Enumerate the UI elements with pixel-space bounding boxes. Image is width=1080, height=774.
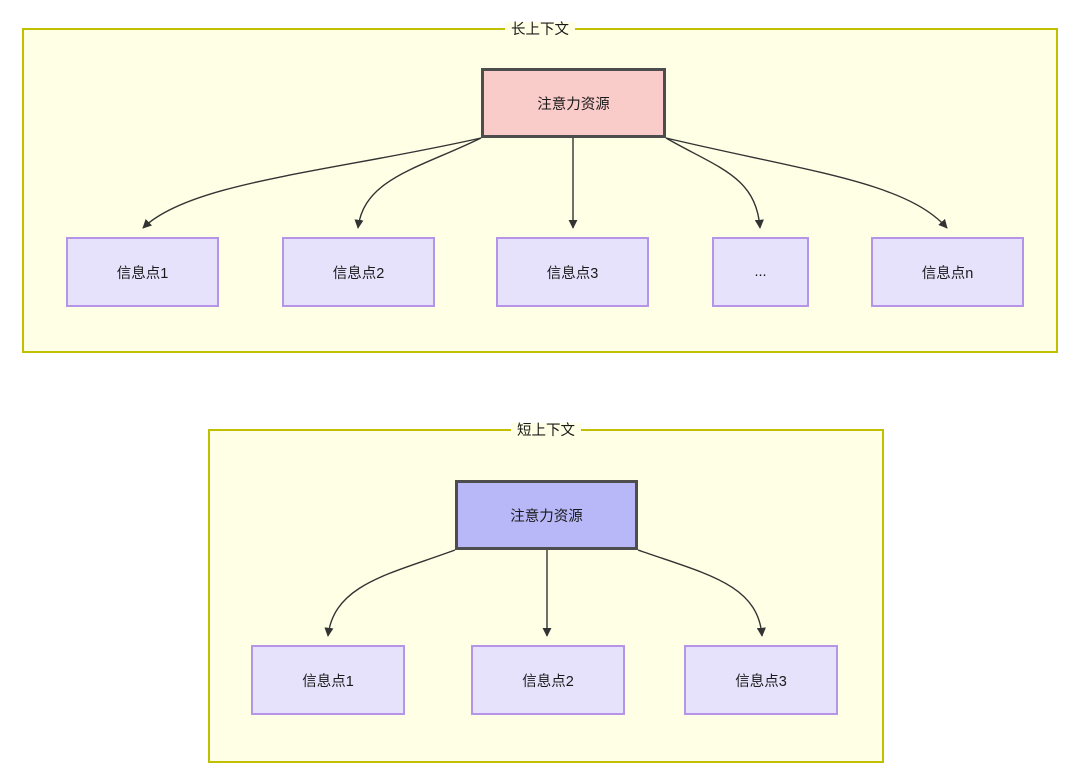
node-long-info-point-2[interactable]: 信息点2 xyxy=(282,237,435,307)
group-long-context-title: 长上下文 xyxy=(24,19,1056,41)
node-long-info-point-1[interactable]: 信息点1 xyxy=(66,237,219,307)
node-long-attention-resource[interactable]: 注意力资源 xyxy=(481,68,666,138)
group-long-context-title-text: 长上下文 xyxy=(505,22,575,38)
node-long-info-point-n[interactable]: 信息点n xyxy=(871,237,1024,307)
node-short-info-point-1[interactable]: 信息点1 xyxy=(251,645,405,715)
group-short-context-title: 短上下文 xyxy=(210,420,882,442)
node-short-attention-resource[interactable]: 注意力资源 xyxy=(455,480,638,550)
group-short-context-title-text: 短上下文 xyxy=(511,423,581,439)
node-short-info-point-3[interactable]: 信息点3 xyxy=(684,645,838,715)
node-long-info-point-ellipsis[interactable]: ... xyxy=(712,237,809,307)
node-short-info-point-2[interactable]: 信息点2 xyxy=(471,645,625,715)
node-long-info-point-3[interactable]: 信息点3 xyxy=(496,237,649,307)
